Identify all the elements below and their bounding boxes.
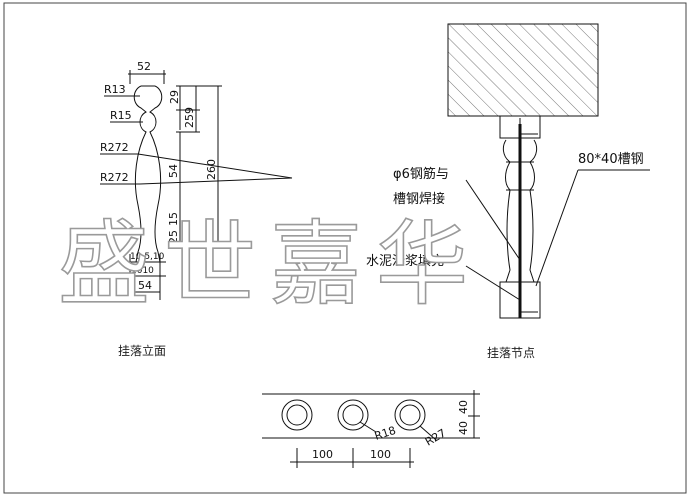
dim-base-1-label: 10,5,10 xyxy=(130,252,165,262)
dim-15-label: 15 xyxy=(167,212,180,226)
node-baluster-left xyxy=(502,139,511,283)
dim-259-label: 259 xyxy=(183,107,196,128)
leader-r272-long xyxy=(137,153,293,179)
note-channel: 80*40槽钢 xyxy=(578,152,644,167)
dim-100-b-label: 100 xyxy=(370,448,391,461)
dim-29-label: 29 xyxy=(168,90,181,104)
dim-base-3-label: 54 xyxy=(138,279,152,292)
dim-r272b-label: R272 xyxy=(100,171,129,184)
node-detail-view xyxy=(447,23,650,319)
lower-channel-steel xyxy=(499,281,541,319)
beam-hatched xyxy=(447,23,599,117)
dim-r272a-label: R272 xyxy=(100,141,129,154)
leader-channel-2 xyxy=(535,169,579,287)
dim-r18-label: R18 xyxy=(373,424,398,443)
plan-circle-2-inner xyxy=(342,404,364,426)
sheet-frame xyxy=(3,2,687,494)
plan-view xyxy=(262,390,480,468)
plan-labels: R18 R27 100 100 40 40 xyxy=(312,400,470,461)
leader-fill xyxy=(465,265,521,301)
plan-circle-1-inner xyxy=(286,404,308,426)
dim-25-label: 25 xyxy=(167,230,180,244)
note-rebar-line2: 槽钢焊接 xyxy=(393,191,445,207)
lower-channel-inner xyxy=(519,288,538,313)
note-fill: 水泥沙浆填充 xyxy=(366,253,444,269)
note-rebar-line1: φ6钢筋与 xyxy=(393,166,449,182)
dim-54-label: 54 xyxy=(167,164,180,178)
dim-260-label: 260 xyxy=(205,159,218,180)
dim-r27-label: R27 xyxy=(423,427,448,449)
baluster-left-profile xyxy=(133,85,147,263)
leader-r272b-long xyxy=(139,177,293,185)
dim-100-a-label: 100 xyxy=(312,448,333,461)
dim-40-a-label: 40 xyxy=(457,400,470,414)
node-caption: 挂落节点 xyxy=(487,346,535,360)
elevation-dimension-labels: 52 R13 R15 29 259 R272 54 260 R272 15 25… xyxy=(100,60,218,358)
elevation-view xyxy=(100,70,293,300)
plan-circle-1-outer xyxy=(281,399,313,431)
watermark-text: 盛世嘉华 xyxy=(58,211,482,318)
baluster-right-profile xyxy=(149,85,163,263)
dim-r15-label: R15 xyxy=(110,109,132,122)
leader-rebar xyxy=(465,179,521,261)
dim-40-b-label: 40 xyxy=(457,421,470,435)
plan-circle-3-outer xyxy=(394,399,426,431)
elevation-caption: 挂落立面 xyxy=(118,343,166,358)
leader-r18 xyxy=(359,421,377,433)
plan-circle-3-inner xyxy=(399,404,421,426)
dim-base-2-label: 1010 xyxy=(131,266,154,276)
node-labels: φ6钢筋与 槽钢焊接 80*40槽钢 水泥沙浆填充 挂落节点 xyxy=(366,152,644,360)
upper-channel-inner xyxy=(519,118,538,135)
leader-r27 xyxy=(419,425,437,441)
dim-r13-label: R13 xyxy=(104,83,126,96)
plan-circle-2-outer xyxy=(337,399,369,431)
dim-52-label: 52 xyxy=(137,60,151,73)
node-baluster-right xyxy=(529,139,538,283)
